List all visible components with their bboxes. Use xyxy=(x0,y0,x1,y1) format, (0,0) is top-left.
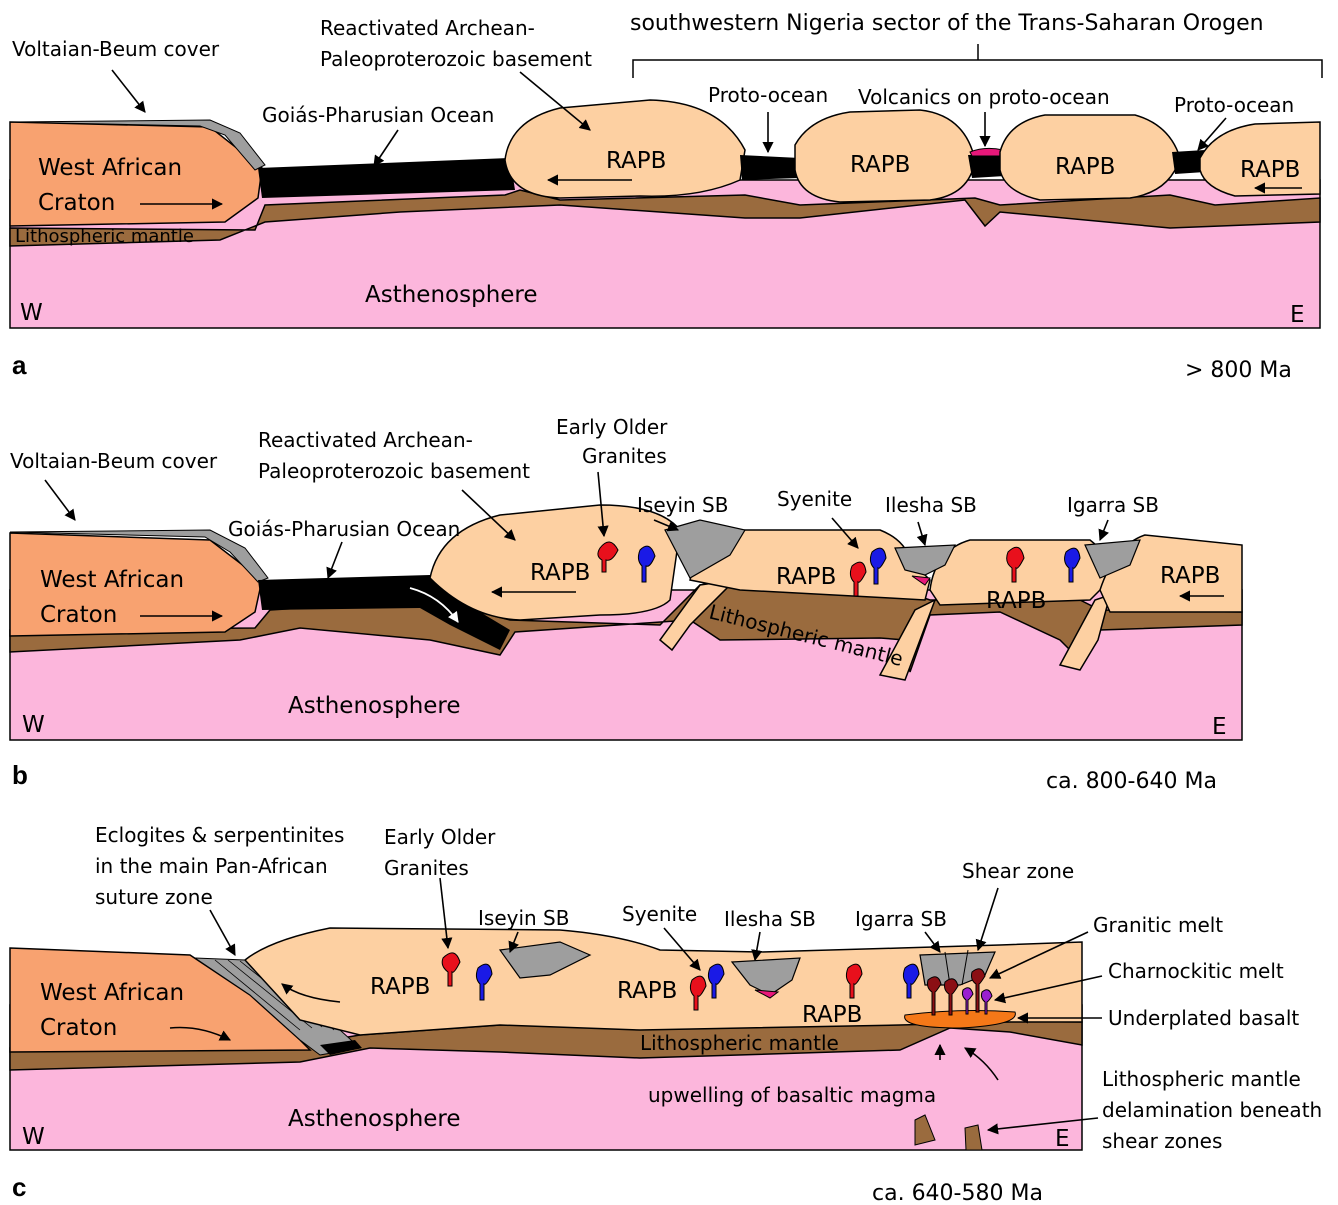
rapb-label-1: RAPB xyxy=(530,560,590,586)
panel-letter-b: b xyxy=(12,760,28,790)
east-label: E xyxy=(1212,714,1227,740)
ilesha-label: Ilesha SB xyxy=(724,907,816,931)
basement-label-line2: Paleoproterozoic basement xyxy=(258,459,530,483)
delamination-label-line2: delamination beneath xyxy=(1102,1098,1322,1122)
basement-label-line2: Paleoproterozoic basement xyxy=(320,47,592,71)
proto-ocean-label-1: Proto-ocean xyxy=(708,83,828,107)
mantle-label: Lithospheric mantle xyxy=(15,226,194,247)
suture-label-line1: Eclogites & serpentinites xyxy=(95,823,344,847)
shear-zone-pointer-arrow xyxy=(978,888,998,950)
granites-label-line2: Granites xyxy=(384,856,469,880)
syenite-label: Syenite xyxy=(777,487,852,511)
ilesha-pointer-arrow xyxy=(918,522,925,545)
igarra-label: Igarra SB xyxy=(1067,493,1159,517)
orogen-label: southwestern Nigeria sector of the Trans… xyxy=(630,11,1264,36)
ocean-label: Goiás-Pharusian Ocean xyxy=(262,103,494,127)
west-label: W xyxy=(20,300,43,326)
syenite-label: Syenite xyxy=(622,902,697,926)
craton-label-line2: Craton xyxy=(40,1015,117,1041)
cover-label: Voltaian-Beum cover xyxy=(12,37,220,61)
granitic-melt-label: Granitic melt xyxy=(1093,913,1223,937)
igarra-label: Igarra SB xyxy=(855,907,947,931)
panel-a: southwestern Nigeria sector of the Trans… xyxy=(10,11,1322,383)
shear-zone-label: Shear zone xyxy=(962,859,1074,883)
asthenosphere-label: Asthenosphere xyxy=(365,282,538,308)
east-label: E xyxy=(1290,302,1305,328)
panel-letter-c: c xyxy=(12,1172,26,1202)
cover-pointer-arrow xyxy=(45,480,75,520)
panel-c: Eclogites & serpentinites in the main Pa… xyxy=(10,823,1322,1205)
ocean-pointer-arrow xyxy=(374,130,398,166)
suture-label-line3: suture zone xyxy=(95,885,213,909)
age-label-c: ca. 640-580 Ma xyxy=(872,1181,1043,1205)
underplated-basalt-label: Underplated basalt xyxy=(1108,1006,1299,1030)
craton-label-line1: West African xyxy=(40,567,184,593)
cover-pointer-arrow xyxy=(112,70,145,112)
basement-label-line1: Reactivated Archean- xyxy=(258,428,473,452)
cover-label: Voltaian-Beum cover xyxy=(10,449,218,473)
ocean-label: Goiás-Pharusian Ocean xyxy=(228,517,460,541)
ilesha-label: Ilesha SB xyxy=(885,493,977,517)
rapb-label-4: RAPB xyxy=(1240,157,1300,183)
west-label: W xyxy=(22,1124,45,1150)
rapb-label-4: RAPB xyxy=(1160,563,1220,589)
iseyin-label: Iseyin SB xyxy=(478,906,569,930)
proto-ocean-1 xyxy=(740,155,800,180)
granites-label-line2: Granites xyxy=(582,444,667,468)
asthenosphere-label: Asthenosphere xyxy=(288,693,461,719)
rapb-label-1: RAPB xyxy=(370,974,430,1000)
ocean-pointer-arrow xyxy=(328,542,342,578)
rapb-label-3: RAPB xyxy=(1055,154,1115,180)
panel-b: Voltaian-Beum cover Reactivated Archean-… xyxy=(10,415,1242,794)
age-label-a: > 800 Ma xyxy=(1185,358,1292,383)
rapb-label-2: RAPB xyxy=(776,564,836,590)
igarra-pointer-arrow xyxy=(1100,520,1108,540)
volcanics-label: Volcanics on proto-ocean xyxy=(858,85,1110,109)
mantle-label: Lithospheric mantle xyxy=(640,1031,839,1055)
suture-pointer-arrow xyxy=(210,910,235,955)
delamination-label-line3: shear zones xyxy=(1102,1129,1222,1153)
upwelling-label: upwelling of basaltic magma xyxy=(648,1083,936,1107)
rapb-label-2: RAPB xyxy=(850,152,910,178)
proto-ocean-label-2: Proto-ocean xyxy=(1174,93,1294,117)
granites-label-line1: Early Older xyxy=(556,415,668,439)
suture-label-line2: in the main Pan-African xyxy=(95,854,328,878)
craton-label-line2: Craton xyxy=(40,602,117,628)
rapb-label-2: RAPB xyxy=(617,978,677,1004)
rapb-label-3: RAPB xyxy=(986,588,1046,614)
orogen-bracket xyxy=(633,44,1322,78)
volcanics-on-proto-ocean xyxy=(970,148,1003,156)
basement-label-line1: Reactivated Archean- xyxy=(320,16,535,40)
asthenosphere-label: Asthenosphere xyxy=(288,1106,461,1132)
iseyin-label: Iseyin SB xyxy=(637,493,728,517)
craton-label-line2: Craton xyxy=(38,190,115,216)
rapb-label-1: RAPB xyxy=(606,148,666,174)
panel-letter-a: a xyxy=(12,350,27,380)
charnockitic-melt-label: Charnockitic melt xyxy=(1108,959,1284,983)
craton-label-line1: West African xyxy=(40,980,184,1006)
age-label-b: ca. 800-640 Ma xyxy=(1046,769,1217,794)
east-label: E xyxy=(1055,1126,1070,1152)
craton-label-line1: West African xyxy=(38,155,182,181)
rapb-label-3: RAPB xyxy=(802,1002,862,1028)
west-label: W xyxy=(22,712,45,738)
granites-label-line1: Early Older xyxy=(384,825,496,849)
delamination-label-line1: Lithospheric mantle xyxy=(1102,1067,1301,1091)
